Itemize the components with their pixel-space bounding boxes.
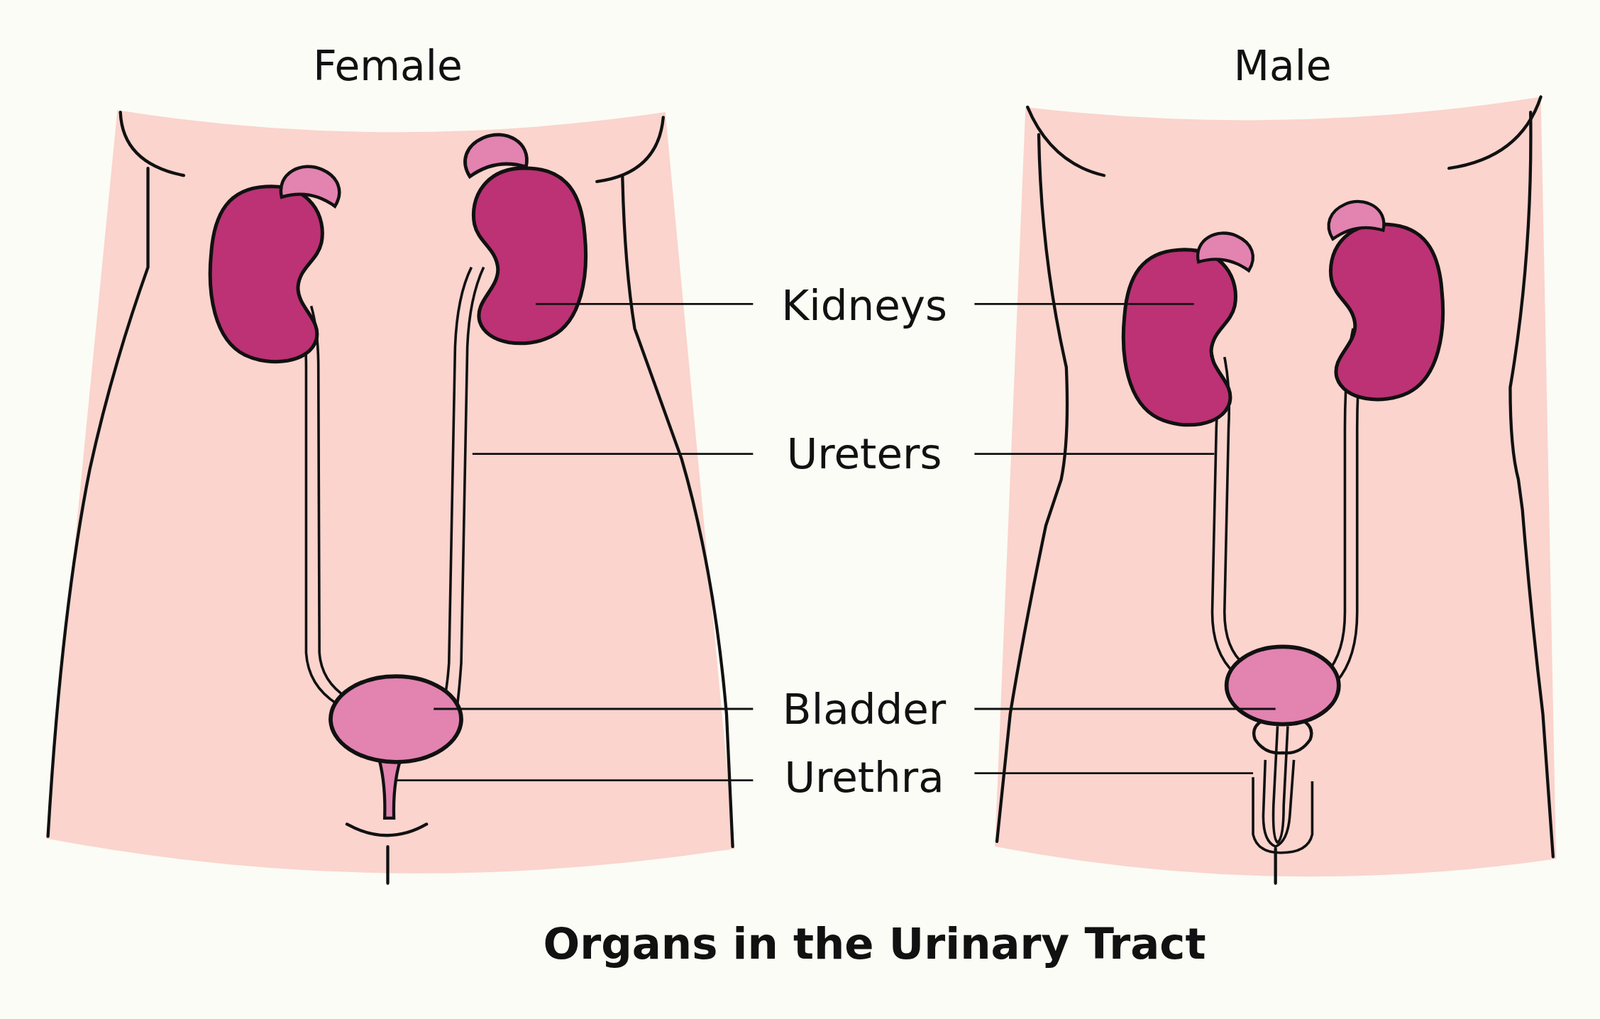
part-label: Kidneys xyxy=(781,285,948,328)
panel-heading: Male xyxy=(1233,45,1332,87)
part-label: Ureters xyxy=(786,432,943,476)
diagram-title: Organs in the Urinary Tract xyxy=(542,922,1206,966)
panel-heading: Female xyxy=(312,45,462,87)
part-label: Bladder xyxy=(782,688,946,731)
part-label: Urethra xyxy=(784,756,944,799)
